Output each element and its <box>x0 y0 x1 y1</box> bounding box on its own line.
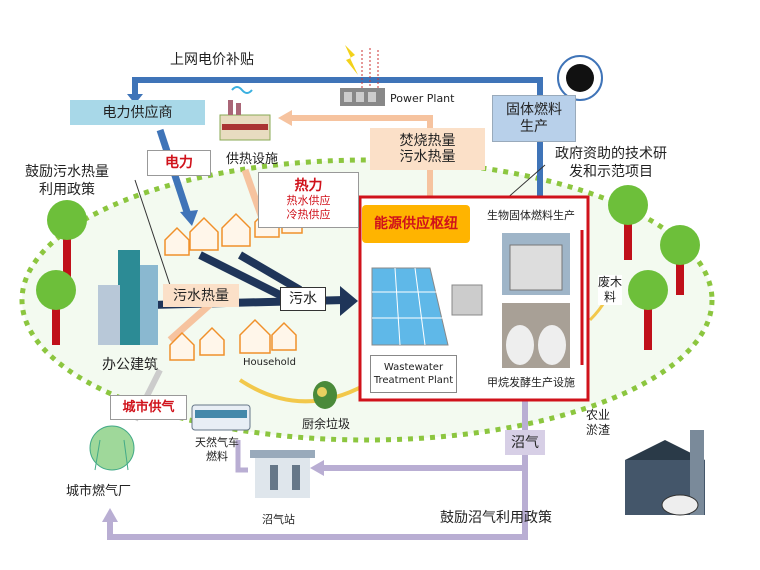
tree-icon <box>628 270 668 350</box>
waste-wood-label: 废木 料 <box>598 275 623 305</box>
arrow-head <box>278 110 292 126</box>
tree-icon <box>608 185 648 260</box>
factory-icon <box>219 86 271 141</box>
food-waste-flow <box>238 378 366 404</box>
tree-icon <box>36 270 76 345</box>
sewage-flow <box>198 251 292 304</box>
city-gas-box: 城市供气 <box>110 395 187 420</box>
biogas-policy-label: 鼓励沼气利用政策 <box>440 510 552 526</box>
household-label: Household <box>243 357 296 368</box>
houses-icon <box>164 208 303 361</box>
wwtp-label-box: Wastewater Treatment Plant <box>370 355 457 393</box>
arrow-head <box>102 508 118 522</box>
solid-fuel-box: 固体燃料生产 <box>492 95 576 142</box>
wastewater-plant-icon <box>371 267 483 346</box>
farm-icon <box>625 430 705 516</box>
bio-solid-fuel-label: 生物固体燃料生产 <box>487 209 575 222</box>
ngv-fuel-label: 天然气车 燃料 <box>195 436 239 463</box>
sewage-heat-top-label: 污水热量 <box>399 149 456 165</box>
biogas-station-icon <box>250 450 315 498</box>
solid-fuel-label: 固体燃料生产 <box>506 101 562 135</box>
heat-facility-label: 供热设施 <box>226 152 279 167</box>
city-gas-plant-icon <box>89 425 135 471</box>
arrow-head <box>340 286 358 316</box>
incineration-heat-label: 焚烧热量 <box>399 133 456 149</box>
methane-facility-label: 甲烷发酵生产设施 <box>487 376 575 389</box>
tree-icon <box>660 225 700 295</box>
arrow-head <box>127 94 143 104</box>
biogas-station-label: 沼气站 <box>262 513 295 526</box>
sewage-heat-box: 污水热量 <box>163 284 239 307</box>
sewage-policy-label: 鼓励污水热量 利用政策 <box>25 164 109 198</box>
feed-in-tariff-label: 上网电价补贴 <box>170 52 254 68</box>
power-plant-icon <box>340 45 385 106</box>
gov-projects-label: 政府资助的技术研 发和示范项目 <box>555 146 667 180</box>
sewage-box: 污水 <box>280 287 326 311</box>
biogas-flow-line <box>322 455 528 471</box>
lightning-icon <box>345 45 358 75</box>
sewage-flow <box>237 251 303 294</box>
biogas-box: 沼气 <box>505 430 545 455</box>
food-waste-label: 厨余垃圾 <box>302 417 351 431</box>
cooling-label: 冷热供应 <box>286 208 331 221</box>
pointer-line <box>134 179 176 301</box>
office-label: 办公建筑 <box>102 357 158 373</box>
city-gas-plant-label: 城市燃气厂 <box>66 484 132 499</box>
city-gas-flow-line <box>235 440 248 473</box>
food-waste-icon <box>313 381 337 409</box>
electricity-box: 电力 <box>147 150 211 176</box>
power-supplier-box: 电力供应商 <box>70 100 205 125</box>
energy-hub-box: 能源供应枢纽 <box>362 205 470 243</box>
tree-icon <box>47 200 87 280</box>
heat-box: 热力 热水供应 冷热供应 <box>258 172 359 228</box>
biogas-return-line <box>107 470 528 540</box>
incineration-sewage-heat-box: 焚烧热量 污水热量 <box>370 128 485 170</box>
arrow-head <box>180 210 198 226</box>
agri-sludge-label: 农业 淤渣 <box>586 408 611 437</box>
office-building-icon <box>98 250 158 345</box>
hot-water-label: 热水供应 <box>286 194 331 207</box>
arrow-head <box>310 460 324 476</box>
power-plant-label: Power Plant <box>390 92 455 105</box>
pointer-line <box>504 164 546 201</box>
heat-label: 热力 <box>294 178 323 194</box>
